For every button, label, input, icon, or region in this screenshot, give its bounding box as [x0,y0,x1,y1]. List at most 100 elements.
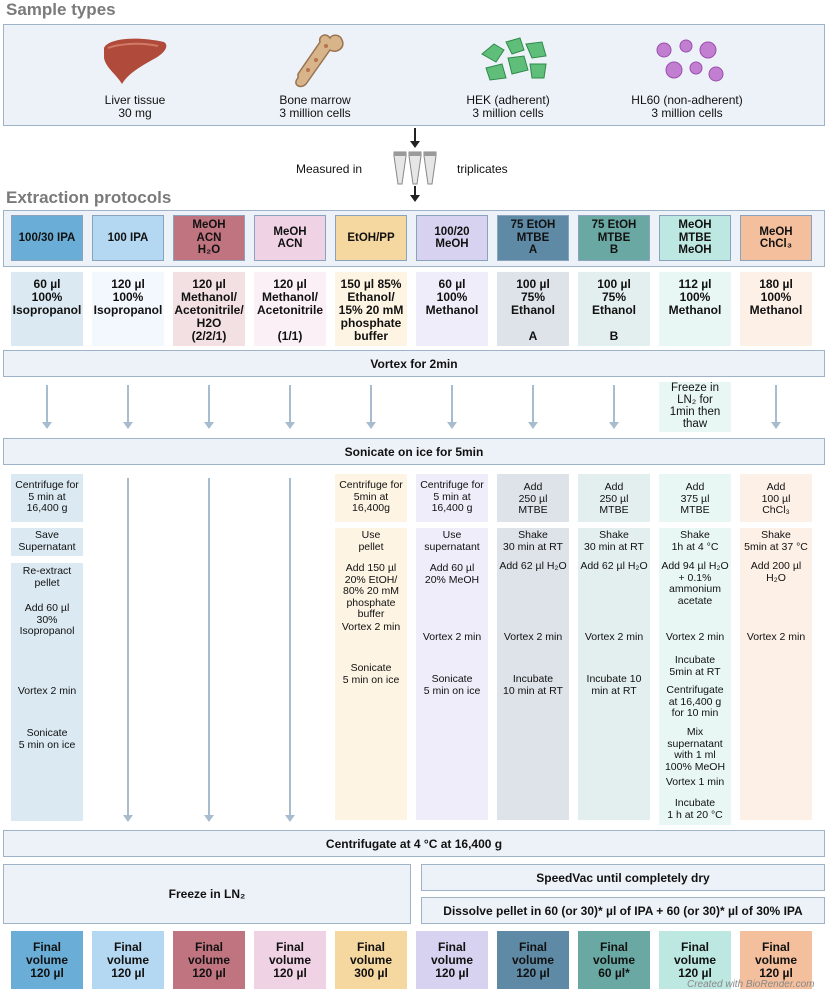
col5-step-5: Sonicate 5 min on ice [342,662,400,686]
vortex-bar: Vortex for 2min [3,350,825,377]
col1-bg-a [11,474,83,522]
col8-bg-b [578,528,650,820]
col9-step-1: Add 375 µl MTBE [680,481,710,516]
col8-step-3: Add 62 µl H₂O [580,560,648,572]
measured-in-label: Measured in [296,162,363,176]
arrow-col8-a [609,385,619,429]
col8-step-1: Add 250 µl MTBE [599,481,629,516]
protocol-header-meoh-acn: MeOH ACN [254,215,326,261]
speedvac-bar: SpeedVac until completely dry [421,864,825,891]
col1-bg-b [11,528,83,556]
arrow-col7-a [528,385,538,429]
col5-bg-a [335,474,407,522]
protocol-header-75-etoh-mtbe-a: 75 EtOH MTBE A [497,215,569,261]
bone-marrow-icon [295,34,344,88]
arrow-col6-a [447,385,457,429]
arrow-col3-b [204,478,214,822]
col1-step-2: Save Supernatant [18,529,76,553]
final-volume-col1: Final volume 120 µl [11,931,83,989]
col10-step-2: Shake 5min at 37 °C [744,529,808,553]
sample-types-title: Sample types [6,0,116,19]
col9-step-3: Add 94 µl H₂O + 0.1% ammonium acetate [661,560,729,607]
col1-step-4: Add 60 µl 30% Isopropanol [19,602,75,637]
biorender-credit: Created with BioRender.com [687,979,815,990]
solvent-col3: 120 µl Methanol/ Acetonitrile/ H2O (2/2/… [173,272,245,346]
solvent-col7: 100 µl 75% Ethanol A [497,272,569,346]
hek-cells-icon [481,37,547,81]
col7-step-1: Add 250 µl MTBE [518,481,548,516]
col9-bg-a [659,474,731,522]
final-volume-col10: Final volume 120 µl [740,931,812,989]
down-arrow-1 [410,128,420,148]
sample-liver-label: Liver tissue 30 mg [104,93,166,120]
final-volume-col4: Final volume 120 µl [254,931,326,989]
col8-step-4: Vortex 2 min [584,631,644,643]
final-volume-col5: Final volume 300 µl [335,931,407,989]
solvent-col5: 150 µl 85% Ethanol/ 15% 20 mM phosphate … [335,272,407,346]
col9-step-9: Incubate 1 h at 20 °C [667,797,723,821]
sample-bone-marrow-label: Bone marrow 3 million cells [279,93,351,120]
protocol-header-meoh-mtbe-meoh: MeOH MTBE MeOH [659,215,731,261]
col8-step-2: Shake 30 min at RT [584,529,644,553]
down-arrow-2 [410,186,420,202]
col10-step-1: Add 100 µl ChCl₃ [761,481,791,516]
arrow-col10-a [771,385,781,429]
col7-step-2: Shake 30 min at RT [503,529,563,553]
col10-step-4: Vortex 2 min [746,631,806,643]
protocol-header-100-30-ipa: 100/30 IPA [11,215,83,261]
col6-step-5: Sonicate 5 min on ice [423,673,481,697]
col9-step-2: Shake 1h at 4 °C [671,529,719,553]
col9-bg-b [659,528,731,825]
solvent-col9: 112 µl 100% Methanol [659,272,731,346]
col6-bg-a [416,474,488,522]
protocol-header-100-ipa: 100 IPA [92,215,164,261]
final-volume-col8: Final volume 60 µl* [578,931,650,989]
col1-bg-c [11,563,83,821]
extraction-protocols-title: Extraction protocols [6,188,172,207]
arrow-col1-a [42,385,52,429]
col9-step-7: Mix supernatant with 1 ml 100% MeOH [664,726,726,773]
col5-bg-b [335,528,407,820]
col1-step-3: Re-extract pellet [22,565,72,589]
dissolve-bar: Dissolve pellet in 60 (or 30)* µl of IPA… [421,897,825,924]
solvent-col6: 60 µl 100% Methanol [416,272,488,346]
centrifugate-bar: Centrifugate at 4 °C at 16,400 g [3,830,825,857]
col6-step-1: Centrifuge for 5 min at 16,400 g [420,479,484,514]
solvent-col2: 120 µl 100% Isopropanol [92,272,164,346]
hl60-cells-icon [656,39,724,82]
freeze-ln2-box: Freeze in LN₂ [3,864,411,924]
final-volume-col7: Final volume 120 µl [497,931,569,989]
col5-step-2: Use pellet [358,529,384,553]
col10-step-3: Add 200 µl H₂O [750,560,802,584]
freeze-col9-step: Freeze in LN₂ for 1min then thaw [659,382,731,432]
triplicates-label: triplicates [457,162,508,176]
protocol-header-meoh-chcl3: MeOH ChCl₃ [740,215,812,261]
col10-bg-a [740,474,812,522]
col8-bg-a [578,474,650,522]
sonicate-bar: Sonicate on ice for 5min [3,438,825,465]
test-tubes-icon [393,151,437,185]
col5-step-1: Centrifuge for 5min at 16,400g [339,479,403,514]
col6-step-2: Use supernatant [424,529,480,553]
sample-hl60-label: HL60 (non-adherent) 3 million cells [631,93,743,120]
protocol-header-meoh-acn-h2o: MeOH ACN H₂O [173,215,245,261]
col6-bg-b [416,528,488,820]
solvent-col1: 60 µl 100% Isopropanol [11,272,83,346]
col9-step-5: Incubate 5min at RT [669,654,721,678]
final-volume-col2: Final volume 120 µl [92,931,164,989]
arrow-col3-a [204,385,214,429]
col7-bg-a [497,474,569,522]
solvent-col8: 100 µl 75% Ethanol B [578,272,650,346]
final-volume-col9: Final volume 120 µl [659,931,731,989]
col6-step-3: Add 60 µl 20% MeOH [424,562,480,586]
col5-step-3: Add 150 µl 20% EtOH/ 80% 20 mM phosphate… [342,562,400,620]
protocol-header-100-20-meoh: 100/20 MeOH [416,215,488,261]
arrow-col2-b [123,478,133,822]
solvent-col4: 120 µl Methanol/ Acetonitrile (1/1) [254,272,326,346]
col7-step-3: Add 62 µl H₂O [499,560,567,572]
col8-step-5: Incubate 10 min at RT [586,673,642,697]
final-volume-col6: Final volume 120 µl [416,931,488,989]
col1-step-6: Sonicate 5 min on ice [18,727,76,751]
col10-bg-b [740,528,812,820]
col5-step-4: Vortex 2 min [341,621,401,633]
